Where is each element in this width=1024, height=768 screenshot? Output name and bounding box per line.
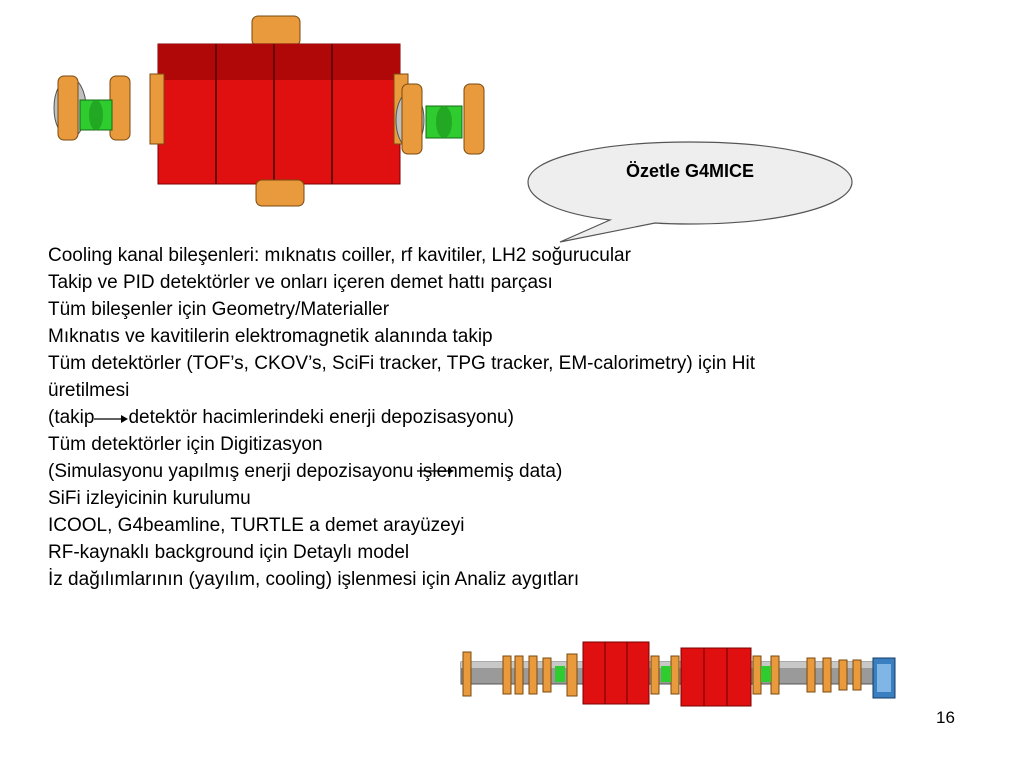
cooling-channel-diagram bbox=[53, 15, 485, 207]
simulation-line: (Simulasyonu yapılmış enerji depozisayon… bbox=[48, 458, 968, 485]
rf-cavity-group-1 bbox=[582, 641, 650, 705]
takip-line: (takip detektör hacimlerindeki enerji dep… bbox=[48, 404, 968, 431]
sim-after: lenmemiş data) bbox=[432, 461, 563, 482]
text-line: Mıknatıs ve kavitilerin elektromagnetik … bbox=[48, 326, 493, 347]
bubble-title: Özetle G4MICE bbox=[625, 161, 755, 181]
end-detector bbox=[872, 657, 896, 699]
left-absorber-module bbox=[53, 75, 131, 141]
text-line: üretilmesi bbox=[48, 380, 130, 401]
right-arrow-icon bbox=[94, 411, 129, 425]
text-line: SiFi izleyicinin kurulumu bbox=[48, 488, 251, 509]
right-absorber-module bbox=[395, 83, 485, 155]
page-number: 16 bbox=[936, 708, 955, 727]
speech-bubble bbox=[527, 141, 853, 243]
summary-text: Cooling kanal bileşenleri: mıknatıs coil… bbox=[48, 242, 968, 593]
strike-arrow-icon bbox=[416, 468, 454, 474]
text-line: İz dağılımlarının (yayılım, cooling) işl… bbox=[48, 569, 580, 590]
text-line: Tüm bileşenler için Geometry/Materialler bbox=[48, 299, 390, 320]
rf-cavity-group-2 bbox=[680, 647, 752, 707]
takip-left: (takip bbox=[48, 407, 95, 428]
text-line: Takip ve PID detektörler ve onları içere… bbox=[48, 272, 553, 293]
text-line: ICOOL, G4beamline, TURTLE a demet arayüz… bbox=[48, 515, 465, 536]
struck-text: iş bbox=[416, 458, 454, 485]
text-line: RF-kaynaklı background için Detaylı mode… bbox=[48, 542, 410, 563]
takip-right: detektör hacimlerindeki enerji depozisas… bbox=[128, 407, 514, 428]
sim-before: (Simulasyonu yapılmış enerji depozisayon… bbox=[48, 461, 419, 482]
rf-cavity-module bbox=[149, 43, 409, 185]
text-line: Tüm detektörler (TOF’s, CKOV’s, SciFi tr… bbox=[48, 353, 756, 374]
text-line: Cooling kanal bileşenleri: mıknatıs coil… bbox=[48, 245, 631, 266]
text-line: Tüm detektörler için Digitizasyon bbox=[48, 434, 323, 455]
beamline-diagram bbox=[460, 641, 896, 707]
